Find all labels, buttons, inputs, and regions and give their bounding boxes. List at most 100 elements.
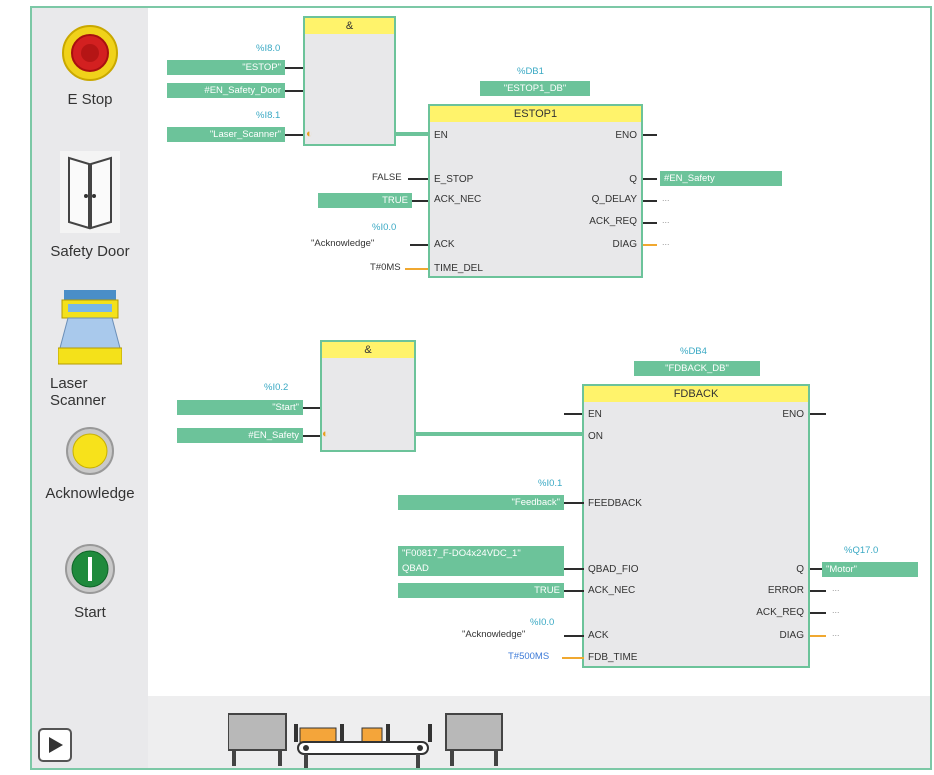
and-block-rung2[interactable]: & [320,340,416,452]
play-button[interactable] [38,728,72,762]
laser-scanner-icon [57,290,123,365]
pin-en: EN [434,130,448,141]
ack-tag[interactable]: "Acknowledge" [462,629,526,640]
wire [564,635,584,637]
laser-scanner-button[interactable]: Laser Scanner [32,288,148,409]
estop-tag[interactable]: "ESTOP" [167,60,285,75]
pin-ack-req: ACK_REQ [589,216,637,227]
ack-req-output[interactable]: ... [832,605,840,615]
en-safety-output-tag[interactable]: #EN_Safety [660,171,782,186]
estop-db-name[interactable]: "ESTOP1_DB" [480,81,590,96]
fdback-title: FDBACK [584,386,808,402]
start-button[interactable]: Start [32,543,148,621]
en-safety-tag[interactable]: #EN_Safety [177,428,303,443]
start-label: Start [74,604,106,621]
diag-output[interactable]: ... [662,237,670,247]
safety-door-button[interactable]: Safety Door [32,150,148,260]
pin-qbad-fio: QBAD_FIO [588,564,639,575]
start-tag[interactable]: "Start" [177,400,303,415]
estop-label: E Stop [67,91,113,108]
wire [810,413,826,415]
ack-nec-value[interactable]: TRUE [398,583,564,598]
fdback-block[interactable]: FDBACK EN ENO ON FEEDBACK QBAD_FIO ACK_N… [582,384,810,668]
wire [643,178,657,180]
wire [643,134,657,136]
negation-marker: ◐ [306,128,313,140]
ack-req-output[interactable]: ... [662,215,670,225]
qbad-tag-line1[interactable]: "F00817_F-DO4x24VDC_1" [398,546,564,561]
error-output[interactable]: ... [832,583,840,593]
pin-feedback: FEEDBACK [588,498,642,509]
sidebar [32,8,148,768]
wire [285,90,303,92]
pin-ack-nec: ACK_NEC [434,194,482,205]
wire [405,268,428,270]
acknowledge-icon [66,427,114,475]
acknowledge-label: Acknowledge [45,485,135,502]
q-delay-output[interactable]: ... [662,193,670,203]
feedback-address: %I0.1 [538,478,563,489]
pin-q-delay: Q_DELAY [591,194,637,205]
and-block-title: & [322,342,414,358]
wire [303,435,320,437]
and-block-rung1[interactable]: & [303,16,396,146]
wire [564,568,584,570]
wire [562,657,584,659]
pin-q: Q [796,564,804,575]
fdb-time-value[interactable]: T#500MS [508,651,550,662]
laser-scanner-label: Laser Scanner [50,375,106,409]
motor-tag[interactable]: "Motor" [822,562,918,577]
ack-address: %I0.0 [530,617,555,628]
safety-door-label: Safety Door [50,243,130,260]
and-block-title: & [305,18,394,34]
wire [810,635,826,637]
wire [810,568,824,570]
pin-on: ON [588,431,603,442]
start-icon [65,544,115,594]
wire [408,178,428,180]
pin-time-del: TIME_DEL [434,263,483,274]
conveyor-icon [227,713,503,768]
wire [564,590,584,592]
estop-value[interactable]: FALSE [372,172,402,183]
diag-output[interactable]: ... [832,628,840,638]
estop-address: %I8.0 [256,43,281,54]
pin-en: EN [588,409,602,420]
power-wire [396,132,430,136]
negation-marker: ◐ [322,428,329,440]
pin-ack: ACK [588,630,609,641]
ack-tag[interactable]: "Acknowledge" [311,238,375,249]
estop-db-address: %DB1 [517,66,544,77]
wire [810,612,826,614]
power-wire [416,432,584,436]
pin-diag: DIAG [612,239,637,250]
ack-nec-value[interactable]: TRUE [318,193,412,208]
wire [643,200,657,202]
safety-door-tag[interactable]: #EN_Safety_Door [167,83,285,98]
pin-ack-req: ACK_REQ [756,607,804,618]
fdback-db-address: %DB4 [680,346,707,357]
fdback-db-name[interactable]: "FDBACK_DB" [634,361,760,376]
play-icon [49,737,63,753]
wire [810,590,826,592]
feedback-tag[interactable]: "Feedback" [398,495,564,510]
qbad-tag-line2[interactable]: QBAD [398,561,564,576]
time-del-value[interactable]: T#0MS [370,262,401,273]
pin-diag: DIAG [779,630,804,641]
wire [643,244,657,246]
pin-error: ERROR [767,585,804,596]
ack-address: %I0.0 [372,222,397,233]
wire [285,134,303,136]
pin-e-stop: E_STOP [434,174,474,185]
acknowledge-button[interactable]: Acknowledge [32,426,148,502]
conveyor-graphic [227,712,504,770]
wire [564,413,584,415]
estop1-block[interactable]: ESTOP1 EN ENO E_STOP ACK_NEC ACK TIME_DE… [428,104,643,278]
pin-eno: ENO [782,409,804,420]
estop-button[interactable]: E Stop [32,24,148,108]
estop1-title: ESTOP1 [430,106,641,122]
motor-address: %Q17.0 [844,545,879,556]
laser-scanner-tag[interactable]: "Laser_Scanner" [167,127,285,142]
wire [564,502,584,504]
wire [303,407,320,409]
